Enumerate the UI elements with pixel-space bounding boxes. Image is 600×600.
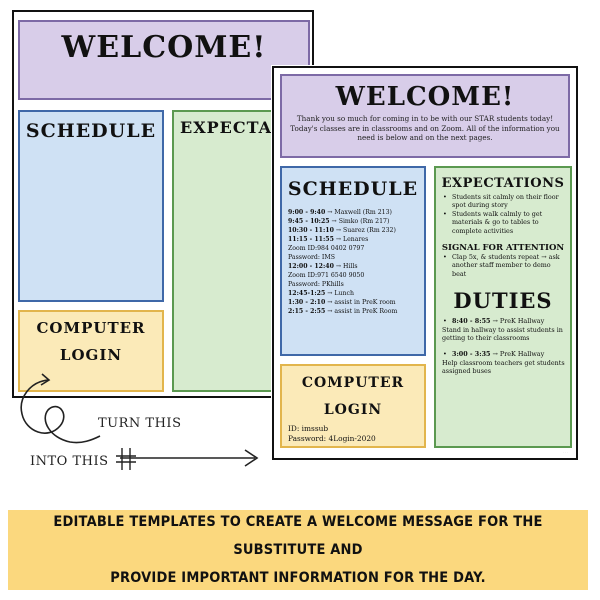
curly-arrowhead (40, 373, 51, 386)
schedule-row: Password: IMS (282, 253, 424, 262)
schedule-time: 1:30 - 2:10 (288, 299, 326, 306)
curly-arrow (20, 379, 101, 444)
signal-heading: SIGNAL FOR ATTENTION (441, 243, 565, 254)
blank-computer-heading-line2: LOGIN (59, 346, 123, 364)
blank-computer-login-box: COMPUTER LOGIN (18, 310, 164, 392)
blank-schedule-heading: SCHEDULE (25, 120, 157, 142)
schedule-text: → assist in PreK room (325, 299, 396, 306)
schedule-row: Password: PKhills (282, 280, 424, 289)
schedule-time: 10:30 - 11:10 (288, 227, 334, 234)
duty-description: Stand in hallway to assist students in g… (442, 325, 563, 343)
schedule-row: Zoom ID:971 6540 9050 (282, 271, 424, 280)
computer-heading-line2: LOGIN (323, 402, 383, 418)
filled-template-page: WELCOME! Thank you so much for coming in… (272, 66, 578, 460)
welcome-heading: WELCOME! (335, 82, 515, 112)
duty-time: 3:00 - 3:35 (452, 350, 491, 359)
schedule-text: → Lenares (333, 236, 369, 243)
schedule-time: 9:00 - 9:40 (288, 209, 326, 216)
schedule-box: SCHEDULE 9:00 - 9:40 → Maxwell (Rm 213)9… (280, 166, 426, 356)
schedule-time: 12:45-1:25 (288, 290, 326, 297)
schedule-time: 11:15 - 11:55 (288, 236, 334, 243)
welcome-box: WELCOME! Thank you so much for coming in… (280, 74, 570, 158)
duty-description: Help classroom teachers get students ass… (442, 358, 565, 376)
expectation-item: Students sit calmly on their floor spot … (436, 193, 570, 210)
duties-heading: DUTIES (453, 288, 553, 314)
duty-time: 8:40 - 8:55 (452, 317, 491, 326)
schedule-text: Zoom ID:971 6540 9050 (288, 272, 365, 279)
computer-heading-line1: COMPUTER (301, 375, 405, 391)
signal-list: Clap 5x, & students repeat → ask another… (436, 253, 570, 278)
schedule-row: Zoom ID:984 0402 0797 (282, 244, 424, 253)
blank-welcome-heading: WELCOME! (61, 30, 267, 65)
schedule-row: 2:15 - 2:55 → assist in PreK Room (282, 307, 424, 316)
login-password: Password: 4Login-2020 (288, 434, 376, 443)
straight-arrowhead (244, 449, 259, 467)
expectations-duties-box: EXPECTATIONS Students sit calmly on thei… (434, 166, 572, 448)
schedule-text: → assist in PreK Room (325, 308, 398, 315)
schedule-row: 9:00 - 9:40 → Maxwell (Rm 213) (282, 208, 424, 217)
schedule-row: 12:45-1:25 → Lunch (282, 289, 424, 298)
doodle-arrows (20, 373, 259, 470)
login-id: ID: imssub (288, 424, 329, 433)
duty-heading: 8:40 - 8:55 → PreK Hallway (436, 317, 570, 326)
welcome-intro-text: Thank you so much for coming in to be wi… (290, 114, 560, 142)
schedule-time: 12:00 - 12:40 (288, 263, 334, 270)
schedule-row: 10:30 - 11:10 → Suarez (Rm 232) (282, 226, 424, 235)
schedule-text: → Suarez (Rm 232) (333, 227, 396, 234)
schedule-row: 11:15 - 11:55 → Lenares (282, 235, 424, 244)
schedule-text: Zoom ID:984 0402 0797 (288, 245, 365, 252)
duty-place: → PreK Hallway (490, 317, 545, 326)
schedule-row: 9:45 - 10:25 → Simko (Rm 217) (282, 217, 424, 226)
turn-this-label: TURN THIS (98, 416, 182, 431)
signal-item: Clap 5x, & students repeat → ask another… (436, 253, 570, 278)
into-this-label: INTO THIS (30, 454, 109, 469)
schedule-text: → Hills (333, 263, 358, 270)
expectations-heading: EXPECTATIONS (441, 176, 565, 191)
duty-place: → PreK Hallway (490, 350, 545, 359)
schedule-row: 1:30 - 2:10 → assist in PreK room (282, 298, 424, 307)
expectations-list: Students sit calmly on their floor spot … (436, 193, 570, 235)
blank-welcome-box: WELCOME! (18, 20, 310, 100)
banner-line1: EDITABLE TEMPLATES TO CREATE A WELCOME M… (53, 514, 543, 558)
schedule-text: → Lunch (325, 290, 354, 297)
description-banner: EDITABLE TEMPLATES TO CREATE A WELCOME M… (8, 510, 588, 590)
banner-line2: PROVIDE IMPORTANT INFORMATION FOR THE DA… (110, 570, 486, 586)
schedule-text: → Maxwell (Rm 213) (325, 209, 392, 216)
hash-mark (116, 448, 136, 470)
schedule-text: Password: PKhills (288, 281, 344, 288)
schedule-time: 2:15 - 2:55 (288, 308, 326, 315)
duty-heading: 3:00 - 3:35 → PreK Hallway (436, 350, 570, 359)
computer-login-box: COMPUTER LOGIN ID: imssub Password: 4Log… (280, 364, 426, 448)
schedule-text: Password: IMS (288, 254, 335, 261)
schedule-row: 12:00 - 12:40 → Hills (282, 262, 424, 271)
blank-schedule-box: SCHEDULE (18, 110, 164, 302)
schedule-list: 9:00 - 9:40 → Maxwell (Rm 213)9:45 - 10:… (282, 208, 424, 316)
blank-computer-heading-line1: COMPUTER (36, 319, 146, 337)
footnote: · · · (563, 450, 568, 454)
expectation-item: Students walk calmly to get materials & … (436, 210, 570, 235)
blank-template-page: WELCOME! SCHEDULE EXPECTATIONS COMPUTER … (12, 10, 322, 398)
schedule-text: → Simko (Rm 217) (329, 218, 390, 225)
schedule-time: 9:45 - 10:25 (288, 218, 330, 225)
schedule-heading: SCHEDULE (287, 178, 419, 200)
